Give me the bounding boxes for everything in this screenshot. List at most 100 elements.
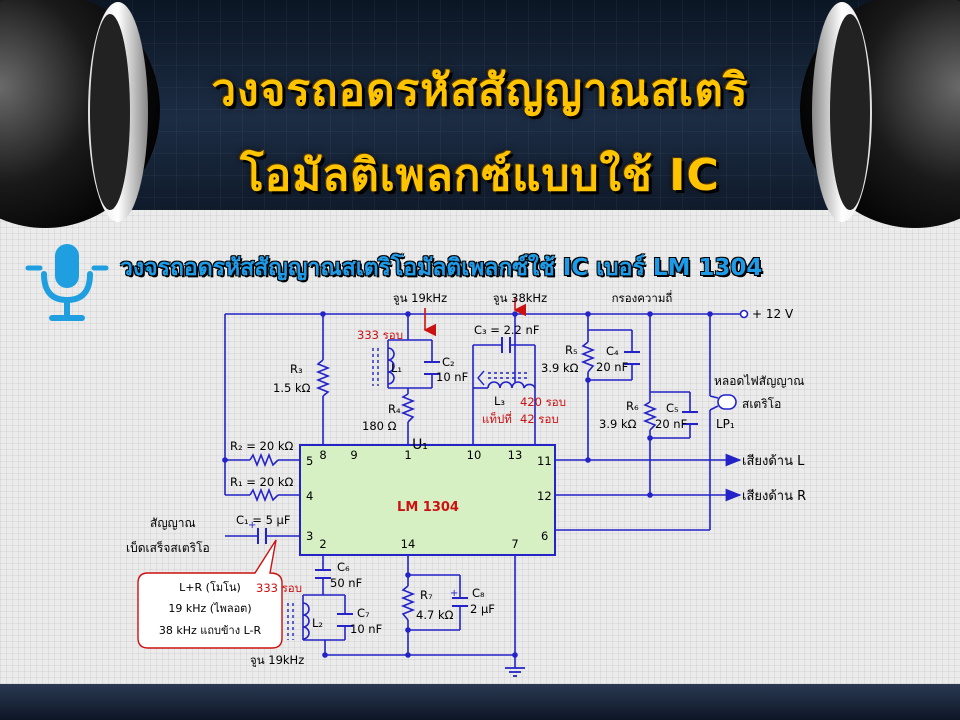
r6-value: 3.9 kΩ [599, 417, 637, 431]
pin-number: 5 [306, 454, 313, 468]
pin-number: 10 [467, 448, 482, 462]
c4-name: C₄ [606, 344, 619, 358]
pin-number: 3 [306, 529, 313, 543]
l2-name: L₂ [312, 616, 323, 630]
c4-value: 20 nF [596, 360, 628, 374]
ic-lm1304 [299, 444, 556, 556]
callout-line-2: 19 kHz (ไพลอต) [168, 602, 251, 615]
resistor-r7 [400, 585, 416, 621]
c8-name: C₈ [472, 586, 485, 600]
c7-name: C₇ [357, 606, 370, 620]
capacitor-c4 [624, 351, 640, 365]
pin-number: 2 [319, 537, 326, 551]
callout-line-1: L+R (โมโน) [179, 580, 241, 594]
c2-name: C₂ [442, 355, 455, 369]
c7-value: 10 nF [350, 622, 382, 636]
lamp-label-line-2: สเตริโอ [742, 397, 781, 411]
c8-value: 2 µF [470, 602, 495, 616]
capacitor-c1 [257, 528, 267, 544]
svg-text:+: + [248, 520, 256, 531]
resistors [249, 341, 658, 621]
l1-name: L₁ [391, 361, 402, 375]
label-tune-38k: จูน 38kHz [493, 291, 547, 305]
turns-42: 42 รอบ [520, 412, 559, 426]
speaker-icon [800, 0, 960, 228]
input-label-line-2: เบ็ดเสร็จสเตริโอ [126, 540, 210, 555]
c3-label: C₃ = 2.2 nF [474, 323, 539, 337]
capacitor-c5 [682, 411, 698, 425]
r5-name: R₅ [565, 343, 578, 357]
turns-333-bottom: 333 รอบ [256, 581, 302, 595]
polarity-marks: + + [248, 520, 458, 599]
inductor-l2 [302, 602, 310, 640]
r1-label: R₁ = 20 kΩ [230, 475, 293, 489]
tap-label: แท็ปที่ [482, 411, 512, 426]
lamp-icon [709, 394, 737, 411]
pin-number: 8 [319, 448, 326, 462]
r4-value: 180 Ω [362, 419, 397, 433]
turns-420: 420 รอบ [520, 395, 566, 409]
c6-value: 50 nF [330, 576, 362, 590]
callout-box [137, 539, 283, 649]
pin-number: 9 [350, 448, 357, 462]
r2-label: R₂ = 20 kΩ [230, 439, 293, 453]
slide-title-line-1: วงจรถอดรหัสสัญญาณสเตริ [211, 65, 749, 116]
r4-name: R₄ [388, 402, 401, 416]
microphone-icon [25, 244, 109, 321]
lamp-label-line-1: หลอดไฟสัญญาณ [714, 374, 804, 388]
ic-part-number: LM 1304 [397, 500, 459, 515]
r7-name: R₇ [420, 588, 433, 602]
svg-text:+: + [450, 588, 458, 599]
c5-value: 20 nF [655, 417, 687, 431]
resistor-r6 [642, 401, 658, 431]
r3-name: R₃ [290, 362, 303, 376]
capacitor-c3 [501, 337, 511, 353]
supply-voltage: + 12 V [752, 307, 794, 321]
r5-value: 3.9 kΩ [541, 361, 579, 375]
r6-name: R₆ [626, 399, 639, 413]
pin-number: 12 [537, 489, 552, 503]
callout-line-3: 38 kHz แถบข้าง L-R [159, 624, 262, 637]
c5-name: C₅ [666, 401, 679, 415]
r3-value: 1.5 kΩ [273, 381, 311, 395]
section-subtitle: วงจรถอดรหัสสัญญาณสเตริโอมัลติเพลกซ์ใช้ I… [120, 255, 763, 281]
resistor-r5 [580, 341, 596, 373]
ground-icon [505, 667, 525, 677]
output-right-label: เสียงด้าน R [742, 488, 806, 504]
c2-value: 10 nF [436, 370, 468, 384]
turns-333-top: 333 รอบ [357, 328, 403, 342]
arrow-icon [477, 370, 485, 386]
pin-number: 4 [306, 489, 313, 503]
inductor-l3 [487, 381, 536, 389]
label-tune-19k: จูน 19kHz [393, 291, 447, 305]
resistor-r4 [400, 393, 416, 423]
pin-number: 13 [508, 448, 523, 462]
junction-dots [222, 311, 713, 658]
pin-number: 14 [401, 537, 416, 551]
capacitor-c6 [315, 569, 331, 579]
output-left-label: เสียงด้าน L [742, 453, 805, 469]
capacitors [257, 337, 698, 627]
supply-terminal [739, 309, 749, 319]
pin-number: 6 [541, 529, 548, 543]
label-tune-19k-bottom: จูน 19kHz [250, 653, 304, 667]
r7-value: 4.7 kΩ [416, 608, 454, 622]
speaker-icon [0, 0, 160, 228]
inductor-cores [287, 348, 530, 640]
capacitor-c2 [424, 361, 440, 375]
label-filter: กรองความถี่ [612, 290, 673, 305]
capacitor-c7 [337, 613, 353, 627]
header-background [0, 0, 960, 215]
c1-label: C₁ = 5 µF [236, 513, 291, 527]
header-pattern [0, 0, 960, 215]
pin-number: 7 [511, 537, 518, 551]
c6-name: C₆ [337, 560, 350, 574]
inductor-l1 [387, 347, 395, 385]
capacitor-c8 [452, 597, 468, 607]
ic-ref: U₁ [412, 437, 428, 453]
input-label-line-1: สัญญาณ [150, 516, 196, 530]
pin-number: 11 [537, 454, 552, 468]
l3-name: L₃ [494, 394, 505, 408]
inductors [302, 347, 536, 640]
